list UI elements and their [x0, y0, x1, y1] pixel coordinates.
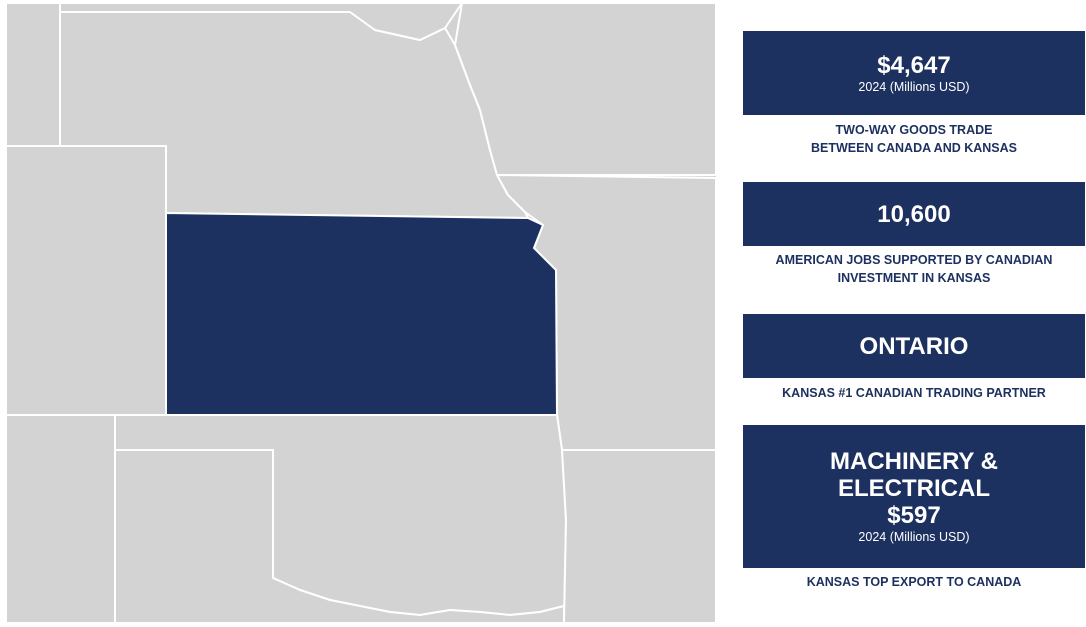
- state-colorado: [5, 145, 167, 416]
- state-iowa: [454, 2, 717, 176]
- export-value-line2: ELECTRICAL: [838, 475, 990, 502]
- stat-box-export: MACHINERY & ELECTRICAL $597 2024 (Millio…: [743, 425, 1085, 568]
- stat-box-trade: $4,647 2024 (Millions USD): [743, 31, 1085, 115]
- stat-box-jobs: 10,600: [743, 182, 1085, 246]
- jobs-caption: AMERICAN JOBS SUPPORTED BY CANADIAN INVE…: [775, 253, 1053, 285]
- partner-caption: KANSAS #1 CANADIAN TRADING PARTNER: [782, 386, 1046, 400]
- partner-value: ONTARIO: [859, 332, 969, 360]
- state-new-mexico: [5, 414, 116, 624]
- trade-value: $4,647: [877, 51, 951, 79]
- stat-box-partner: ONTARIO: [743, 314, 1085, 378]
- trade-caption: TWO-WAY GOODS TRADE BETWEEN CANADA AND K…: [810, 123, 1018, 155]
- jobs-value: 10,600: [877, 200, 951, 228]
- state-south-dakota: [59, 2, 463, 41]
- trade-subtitle: 2024 (Millions USD): [858, 79, 970, 94]
- export-value-line1: MACHINERY &: [829, 448, 998, 475]
- export-caption: KANSAS TOP EXPORT TO CANADA: [806, 575, 1022, 589]
- state-arkansas: [561, 449, 717, 624]
- export-value-line3: $597: [887, 502, 941, 529]
- export-subtitle: 2024 (Millions USD): [858, 530, 970, 544]
- state-wyoming: [5, 2, 61, 147]
- region-map: [5, 2, 717, 624]
- state-kansas: [165, 211, 559, 416]
